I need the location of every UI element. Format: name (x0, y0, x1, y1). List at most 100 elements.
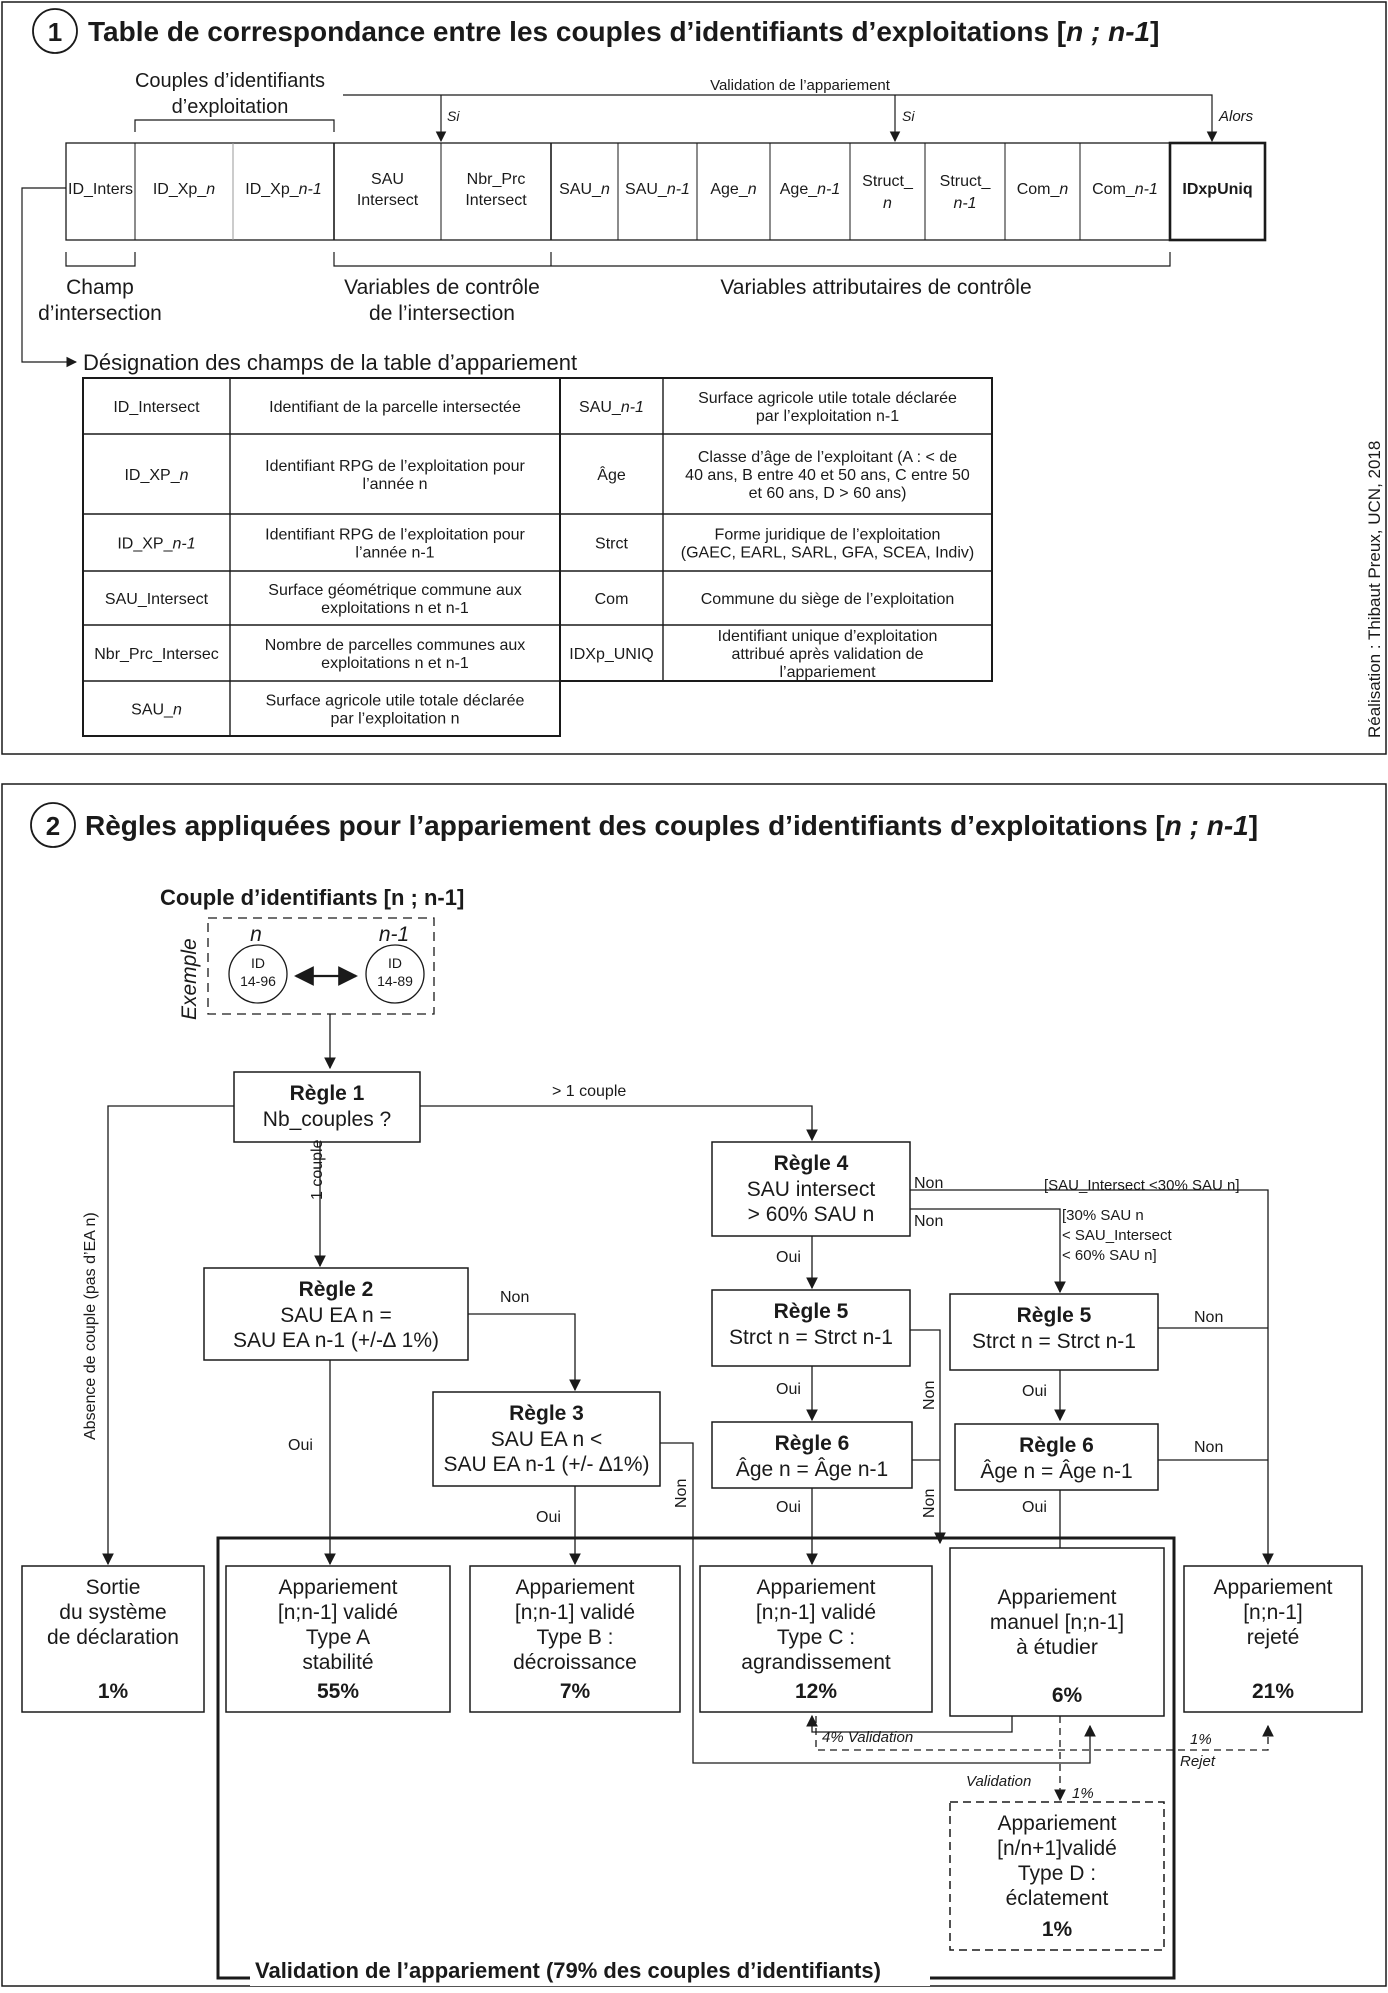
exemple-label: Exemple (178, 938, 201, 1020)
id-n1-l2: 14-89 (377, 973, 413, 989)
rule-4-line-1: > 60% SAU n (748, 1203, 875, 1226)
panel-2-number-circle (30, 802, 76, 848)
desig-left-code-0: ID_Intersect (113, 399, 200, 416)
rule-5a-box (711, 1289, 911, 1367)
desig-right-desc-2-0: Forme juridique de l’exploitation (715, 527, 941, 544)
rule-1-line-0: Nb_couples ? (263, 1108, 391, 1131)
designation-arrow (21, 187, 78, 368)
field-5: SAU_n (559, 181, 610, 198)
desig-left-desc-1-1: l’année n (363, 476, 428, 493)
label-r5b-non: Non (1194, 1309, 1223, 1326)
arrow-r1-sortie (102, 1105, 234, 1566)
out-type-b-line-2: Type B : (536, 1626, 613, 1649)
out-type-b-pct: 7% (560, 1680, 591, 1703)
desig-left-desc-3-1: exploitations n et n-1 (321, 600, 469, 617)
desig-right-desc-1-1: 40 ans, B entre 40 et 50 ans, C entre 50 (685, 467, 970, 484)
label-absence: Absence de couple (pas d’EA n) (82, 1212, 99, 1440)
label-4pct-validation: 4% Validation (822, 1729, 913, 1746)
out-type-d-line-1: [n/n+1]validé (997, 1837, 1117, 1860)
alors-label: Alors (1218, 108, 1254, 125)
desig-left-desc-4-1: exploitations n et n-1 (321, 655, 469, 672)
field-13: IDxpUniq (1182, 181, 1252, 198)
rule-2-line-1: SAU EA n-1 (+/-∆ 1%) (233, 1329, 439, 1352)
rule-6a-title: Règle 6 (775, 1432, 850, 1455)
label-one-couple: 1 couple (309, 1139, 326, 1200)
rule-3-line-0: SAU EA n < (491, 1428, 602, 1451)
field-0: ID_Inters (68, 181, 133, 198)
out-sortie-box (21, 1565, 205, 1713)
out-sortie-pct: 1% (98, 1680, 129, 1703)
validation-footer: Validation de l’appariement (79% des cou… (255, 1958, 881, 1983)
rule-4-line-0: SAU intersect (747, 1178, 876, 1201)
panel-2-number: 2 (46, 811, 60, 841)
field-7: Age_n (710, 181, 756, 198)
rule-5b-line-0: Strct n = Strct n-1 (972, 1330, 1136, 1353)
desig-right-code-3: Com (595, 591, 629, 608)
desig-left-desc-2-1: l’année n-1 (355, 545, 434, 562)
desig-right-desc-1-0: Classe d’âge de l’exploitant (A : < de (698, 449, 957, 466)
desig-right-desc-3-0: Commune du siège de l’exploitation (701, 591, 954, 608)
out-type-b-line-3: décroissance (513, 1651, 637, 1674)
label-validation-d: Validation (966, 1773, 1031, 1790)
control-bracket (333, 252, 1171, 267)
out-sortie-line-2: de déclaration (47, 1626, 179, 1649)
out-manual-line-1: manuel [n;n-1] (990, 1611, 1124, 1634)
rule-5b-title: Règle 5 (1017, 1304, 1092, 1327)
label-r6b-non: Non (1194, 1439, 1223, 1456)
si-label-1: Si (447, 108, 460, 124)
rule-5a-line-0: Strct n = Strct n-1 (729, 1326, 893, 1349)
idxpuniq-cell (1168, 141, 1267, 242)
var-ctrl-line2: de l’intersection (369, 302, 515, 325)
couples-bracket (134, 119, 335, 132)
out-manual-box (949, 1547, 1165, 1717)
out-type-a-line-3: stabilité (302, 1651, 373, 1674)
rule-3-line-1: SAU EA n-1 (+/- ∆1%) (443, 1453, 649, 1476)
out-type-a-box (225, 1565, 451, 1713)
desig-left-code-4: Nbr_Prc_Intersec (94, 646, 219, 663)
out-type-d-box (949, 1801, 1165, 1951)
desig-left-code-5: SAU_n (131, 702, 182, 719)
arrow-manual-rejet (815, 1716, 1274, 1751)
desig-left-desc-5-1: par l’exploitation n (331, 711, 460, 728)
panel-1-number-circle (32, 8, 78, 54)
label-rejet-pct: 1% (1190, 1731, 1212, 1748)
label-r3-oui: Oui (536, 1509, 561, 1526)
validation-footer-bg (250, 1956, 930, 1986)
champ-label-line1: Champ (66, 276, 134, 299)
out-type-c-line-1: [n;n-1] validé (756, 1601, 876, 1624)
label-r4-non-1: Non (914, 1175, 943, 1192)
field-6: SAU_n-1 (625, 181, 690, 198)
designation-title: Désignation des champs de la table d’app… (83, 350, 577, 375)
field-4-l1: Nbr_Prc (467, 171, 526, 188)
field-12: Com_n-1 (1092, 181, 1158, 198)
arrow-r4-rejet (910, 1189, 1274, 1566)
desig-right-desc-0-0: Surface agricole utile totale déclarée (698, 390, 957, 407)
si-label-2: Si (902, 108, 915, 124)
label-gt1-couple: > 1 couple (552, 1083, 626, 1100)
desig-left-desc-4-0: Nombre de parcelles communes aux (265, 637, 526, 654)
out-type-a-pct: 55% (317, 1680, 359, 1703)
panel-2-frame (1, 783, 1387, 1987)
rule-3-box (432, 1391, 661, 1487)
panel-1-title: Table de correspondance entre les couple… (88, 16, 1159, 47)
out-type-d-line-3: éclatement (1006, 1887, 1109, 1910)
panel-1-frame (1, 1, 1387, 755)
champ-bracket (65, 252, 136, 267)
out-rejet-box (1183, 1565, 1363, 1713)
label-r5a-non: Non (921, 1381, 938, 1410)
label-r3-non: Non (673, 1479, 690, 1508)
rule-6a-box (711, 1421, 913, 1489)
out-type-c-line-0: Appariement (756, 1576, 875, 1599)
label-cond-mid-2: < SAU_Intersect (1062, 1227, 1172, 1244)
arrow-r4-r5b (910, 1208, 1066, 1294)
field-9-l2: n (883, 195, 892, 212)
id-n1-l1: ID (388, 955, 402, 971)
rule-6b-box (954, 1423, 1159, 1491)
rule-3-title: Règle 3 (509, 1402, 584, 1425)
rule-2-line-0: SAU EA n = (280, 1304, 391, 1327)
out-type-a-line-0: Appariement (278, 1576, 397, 1599)
